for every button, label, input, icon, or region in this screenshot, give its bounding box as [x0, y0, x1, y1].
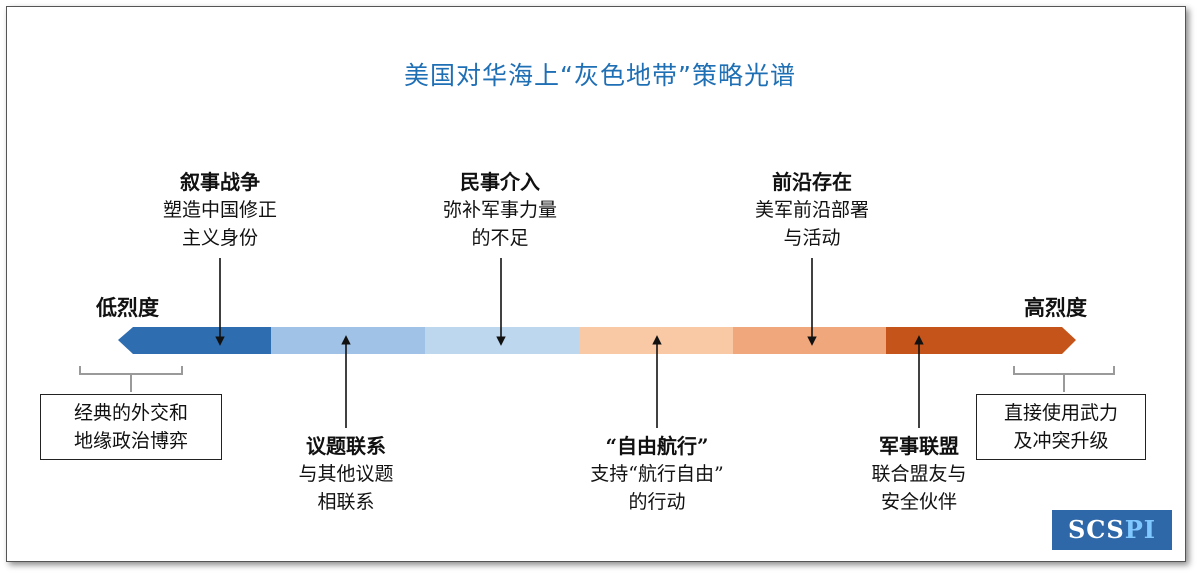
bottom-item-line: 支持“航行自由”: [590, 463, 724, 485]
top-item-line: 弥补军事力量: [442, 199, 557, 221]
logo-main: SCS: [1067, 515, 1125, 544]
top-item-narrative-war: 叙事战争 塑造中国修正 主义身份: [120, 168, 320, 252]
top-item-head: 叙事战争: [180, 170, 260, 194]
bottom-item-line: 与其他议题: [298, 463, 394, 485]
top-item-civil-intervention: 民事介入 弥补军事力量 的不足: [400, 168, 600, 252]
spectrum-segment-2: [271, 327, 425, 354]
bottom-item-head: “自由航行”: [605, 434, 709, 458]
scspi-logo: SCSPI: [1052, 510, 1172, 550]
bottom-item-head: 议题联系: [306, 434, 386, 458]
bottom-item-military-alliance: 军事联盟 联合盟友与 安全伙伴: [819, 432, 1019, 516]
diagram-title: 美国对华海上“灰色地带”策略光谱: [404, 61, 796, 90]
bottom-item-issue-linkage: 议题联系 与其他议题 相联系: [246, 432, 446, 516]
high-intensity-label: 高烈度: [1024, 295, 1087, 320]
spectrum-segment-3: [425, 327, 579, 354]
bottom-item-line: 的行动: [628, 491, 686, 513]
left-end-box-line: 地缘政治博弈: [73, 430, 188, 452]
bracket-right: [1013, 366, 1115, 392]
bracket-left: [79, 366, 183, 392]
top-item-line: 美军前沿部署: [754, 199, 869, 221]
top-item-head: 民事介入: [460, 170, 540, 194]
right-end-box: 直接使用武力 及冲突升级: [976, 394, 1146, 460]
top-item-line: 与活动: [783, 227, 841, 249]
spectrum-segment-5: [733, 327, 886, 354]
spectrum-segment-6: [886, 327, 1076, 354]
right-end-box-line: 及冲突升级: [1013, 430, 1109, 452]
left-end-box: 经典的外交和 地缘政治博弈: [40, 394, 222, 460]
diagram-frame: [6, 6, 1186, 562]
spectrum-segment-4: [579, 327, 733, 354]
top-item-line: 的不足: [471, 227, 529, 249]
right-end-box-line: 直接使用武力: [1003, 402, 1118, 424]
low-intensity-label: 低烈度: [96, 295, 159, 320]
left-end-box-line: 经典的外交和: [73, 402, 188, 424]
spectrum-segment-1: [118, 327, 271, 354]
top-item-head: 前沿存在: [772, 170, 852, 194]
bottom-item-line: 安全伙伴: [880, 491, 957, 513]
bottom-item-line: 相联系: [317, 491, 375, 513]
top-item-forward-presence: 前沿存在 美军前沿部署 与活动: [712, 168, 912, 252]
bottom-item-line: 联合盟友与: [871, 463, 967, 485]
logo-accent: PI: [1124, 515, 1157, 544]
bottom-item-head: 军事联盟: [879, 434, 959, 458]
top-item-line: 塑造中国修正: [162, 199, 277, 221]
bottom-item-freedom-navigation: “自由航行” 支持“航行自由” 的行动: [547, 432, 767, 516]
top-item-line: 主义身份: [181, 227, 258, 249]
